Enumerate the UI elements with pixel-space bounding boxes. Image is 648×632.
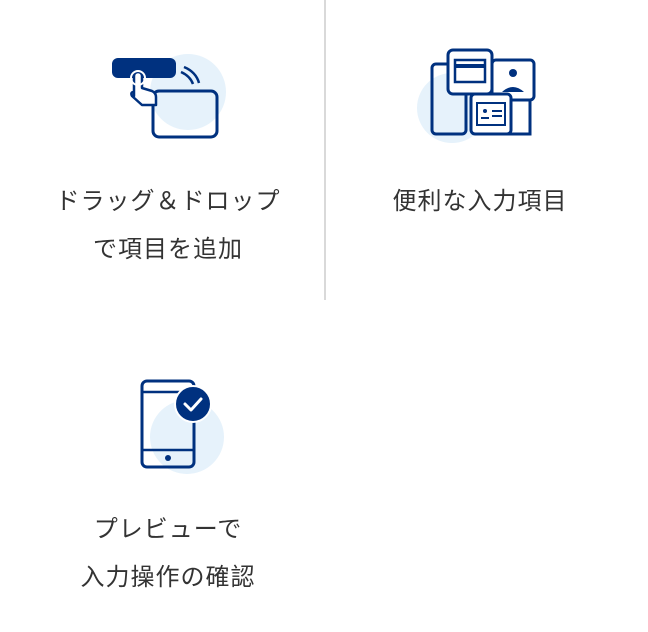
column-divider	[324, 0, 326, 300]
feature-label-line: で項目を追加	[93, 235, 243, 263]
feature-preview: プレビューで 入力操作の確認	[18, 505, 318, 601]
input-fields-icon	[417, 48, 536, 143]
phone-check-icon	[140, 379, 224, 474]
feature-label-line: ドラッグ＆ドロップ	[55, 187, 281, 215]
feature-label-line: 便利な入力項目	[392, 187, 568, 215]
feature-label-line: プレビューで	[93, 515, 243, 543]
drag-drop-icon	[112, 54, 226, 139]
feature-input-fields: 便利な入力項目	[330, 177, 630, 225]
feature-drag-drop: ドラッグ＆ドロップ で項目を追加	[18, 177, 318, 273]
feature-label-line: 入力操作の確認	[80, 563, 256, 591]
